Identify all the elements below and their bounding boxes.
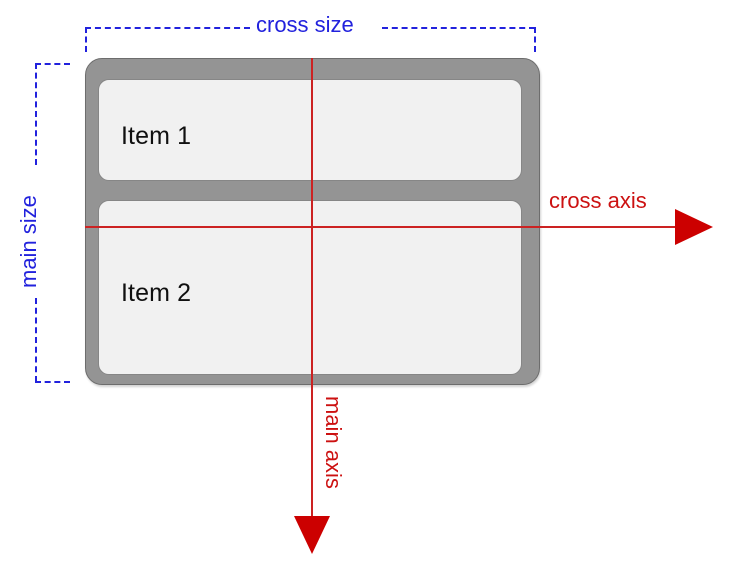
cross-size-bracket-right-rule [382,27,535,29]
main-axis-line [311,58,313,520]
flex-item-2-label: Item 2 [121,279,192,307]
cross-size-bracket-left-rule [85,27,250,29]
cross-axis-line [85,226,680,228]
main-size-bracket-lower-rule [35,298,37,382]
cross-size-label: cross size [256,12,354,37]
flex-item-1-label: Item 1 [121,122,192,150]
flex-item-1: Item 1 [98,79,522,181]
main-size-bracket-top-tick [35,63,70,65]
main-axis-arrowhead-icon [294,516,330,554]
main-size-bracket-bottom-tick [35,381,70,383]
cross-axis-label: cross axis [549,188,647,213]
cross-axis-arrowhead-icon [675,209,713,245]
main-size-label: main size [16,195,41,288]
cross-size-bracket-right-tick [534,27,536,52]
cross-size-bracket-left-tick [85,27,87,52]
main-axis-label: main axis [321,396,346,489]
flex-item-2: Item 2 [98,200,522,375]
main-size-bracket-upper-rule [35,63,37,165]
